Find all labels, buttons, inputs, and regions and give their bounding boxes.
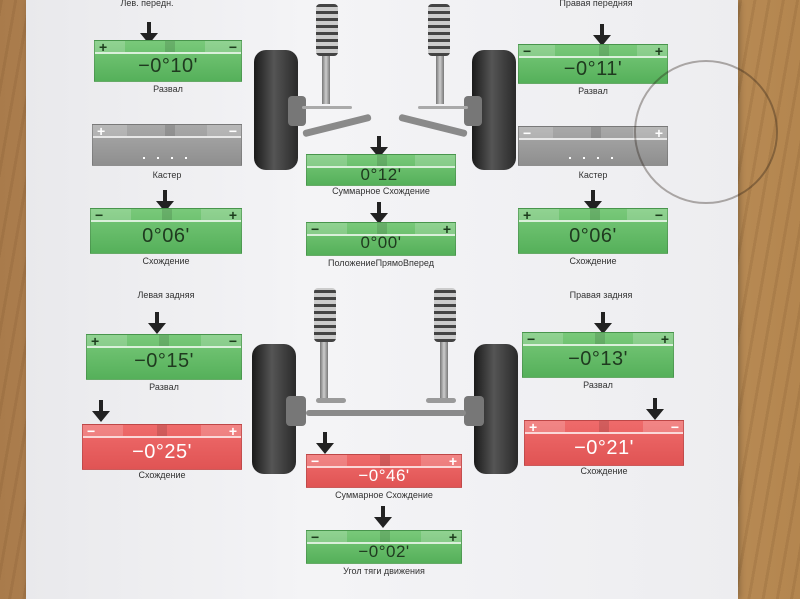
plus-sign: + <box>228 423 237 439</box>
arrow-down-icon <box>140 22 158 46</box>
front-total-toe-gauge: 0°12' Суммарное Схождение <box>306 136 456 198</box>
plus-sign: + <box>448 453 457 469</box>
arrow-down-icon <box>646 398 664 422</box>
plus-sign: + <box>448 529 457 545</box>
rear-left-camber-gauge: + − −0°15' Развал <box>86 312 242 398</box>
arrow-down-icon <box>370 136 388 160</box>
minus-sign: − <box>228 123 237 139</box>
front-left-header: Лев. передн. <box>120 0 174 8</box>
arrow-down-icon <box>374 506 392 530</box>
front-left-camber-value: −0°10' <box>138 55 198 77</box>
plus-sign: + <box>97 123 106 139</box>
front-left-spring <box>316 4 338 56</box>
rear-right-camber-label: Развал <box>583 380 613 390</box>
front-right-toe-value: 0°06' <box>569 225 617 247</box>
minus-sign: − <box>228 333 237 349</box>
minus-sign: − <box>527 331 536 347</box>
alignment-printout: Лев. передн. Правая передняя + − −0°10' … <box>26 0 778 599</box>
plus-sign: + <box>529 419 538 435</box>
rear-left-toe-value: −0°25' <box>132 441 192 463</box>
front-left-toe-label: Схождение <box>142 256 190 266</box>
front-left-camber-label: Развал <box>153 84 183 94</box>
rear-total-toe-label: Суммарное Схождение <box>335 490 433 500</box>
front-left-toe-value: 0°06' <box>142 225 190 247</box>
minus-sign: − <box>95 207 104 223</box>
arrow-down-icon <box>584 190 602 214</box>
plus-sign: + <box>99 39 108 55</box>
rear-total-toe-value: −0°46' <box>358 466 410 485</box>
front-right-header: Правая передняя <box>559 0 633 8</box>
thrust-angle-label: Угол тяги движения <box>343 566 425 576</box>
minus-sign: − <box>311 529 320 545</box>
rear-left-toe-label: Схождение <box>138 470 186 480</box>
rear-left-camber-value: −0°15' <box>134 350 194 372</box>
front-right-camber-label: Развал <box>578 86 608 96</box>
stain-ring <box>634 60 778 204</box>
arrow-down-icon <box>316 432 334 456</box>
rear-right-header: Правая задняя <box>569 290 633 300</box>
arrow-down-icon <box>156 190 174 214</box>
plus-sign: + <box>228 207 237 223</box>
plus-sign: + <box>442 221 451 237</box>
front-total-toe-label: Суммарное Схождение <box>332 186 430 196</box>
plus-sign: + <box>91 333 100 349</box>
minus-sign: − <box>523 43 532 59</box>
minus-sign: − <box>670 419 679 435</box>
thrust-angle-gauge: − + −0°02' Угол тяги движения <box>306 506 462 582</box>
front-right-camber-gauge: − + −0°11' Развал <box>518 22 668 96</box>
front-right-toe-label: Схождение <box>569 256 617 266</box>
plus-sign: + <box>660 331 669 347</box>
rear-left-header: Левая задняя <box>137 290 195 300</box>
rear-right-toe-value: −0°21' <box>574 437 634 459</box>
minus-sign: − <box>228 39 237 55</box>
minus-sign: − <box>87 423 96 439</box>
minus-sign: − <box>654 207 663 223</box>
rear-total-toe-gauge: − + −0°46' Суммарное Схождение <box>306 432 462 504</box>
rear-left-toe-gauge: − + −0°25' Схождение <box>82 400 242 486</box>
rear-left-camber-label: Развал <box>149 382 179 392</box>
plus-sign: + <box>523 207 532 223</box>
straight-ahead-gauge: − + 0°00' ПоложениеПрямоВперед <box>306 202 456 268</box>
front-right-camber-value: −0°11' <box>563 58 623 80</box>
rear-right-toe-label: Схождение <box>580 466 628 476</box>
arrow-down-icon <box>92 400 110 424</box>
rear-right-camber-gauge: − + −0°13' Развал <box>522 312 674 396</box>
front-right-toe-gauge: + − 0°06' Схождение <box>518 190 668 266</box>
arrow-down-icon <box>593 24 611 48</box>
rear-right-toe-gauge: + − −0°21' Схождение <box>524 398 684 484</box>
arrow-down-icon <box>594 312 612 336</box>
arrow-down-icon <box>370 202 388 226</box>
thrust-angle-value: −0°02' <box>358 542 410 561</box>
minus-sign: − <box>311 221 320 237</box>
rear-left-spring <box>314 288 336 342</box>
minus-sign: − <box>523 125 532 141</box>
front-left-caster-gauge: + − Кастер <box>92 123 242 184</box>
rear-right-spring <box>434 288 456 342</box>
plus-sign: + <box>654 43 663 59</box>
front-left-caster-label: Кастер <box>152 170 182 180</box>
front-left-toe-gauge: − + 0°06' Схождение <box>90 190 242 266</box>
arrow-down-icon <box>148 312 166 336</box>
front-total-toe-value: 0°12' <box>360 165 402 184</box>
front-right-caster-label: Кастер <box>578 170 608 180</box>
front-right-spring <box>428 4 450 56</box>
straight-ahead-value: 0°00' <box>360 233 402 252</box>
front-left-camber-gauge: + − −0°10' Развал <box>94 22 242 94</box>
rear-right-camber-value: −0°13' <box>568 348 628 370</box>
straight-ahead-label: ПоложениеПрямоВперед <box>328 258 434 268</box>
minus-sign: − <box>311 453 320 469</box>
